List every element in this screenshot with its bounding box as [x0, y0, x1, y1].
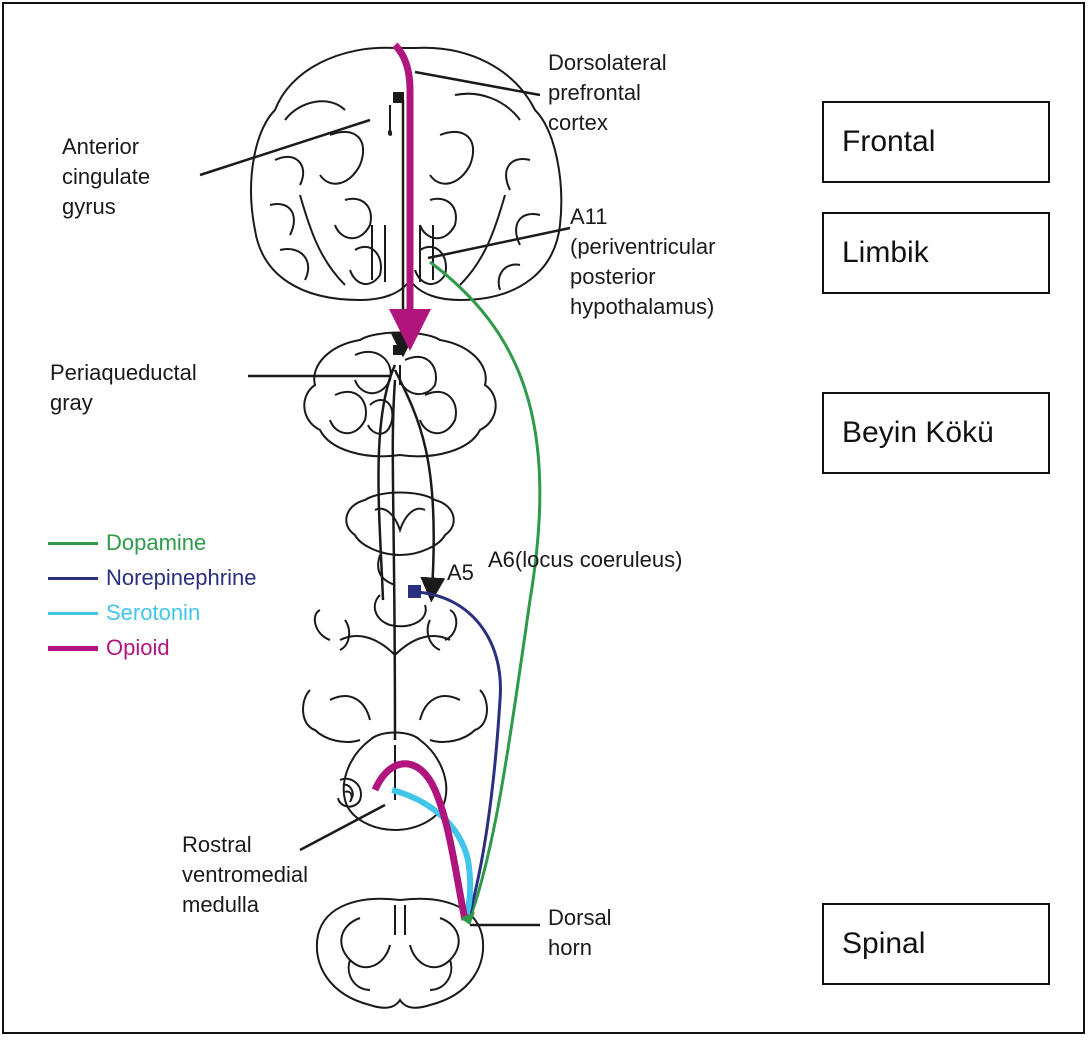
legend-item-dopamine: Dopamine	[48, 530, 206, 556]
label-anterior-cingulate-gyrus: Anterior cingulate gyrus	[62, 132, 150, 222]
legend-swatch-opioid	[48, 646, 98, 651]
region-box-limbik: Limbik	[822, 212, 1050, 294]
region-box-frontal: Frontal	[822, 101, 1050, 183]
acg-marker	[393, 92, 404, 103]
legend-item-serotonin: Serotonin	[48, 600, 200, 626]
a6-locus-coeruleus-marker	[408, 585, 421, 598]
region-box-beyin-koku: Beyin Kökü	[822, 392, 1050, 474]
pag-marker	[393, 345, 403, 355]
label-periaqueductal-gray: Periaqueductal gray	[50, 358, 197, 418]
label-a11: A11 (periventricular posterior hypothala…	[570, 202, 716, 322]
label-a6-locus-coeruleus: A6(locus coeruleus)	[488, 545, 682, 575]
opioid-pathway-rvm	[375, 764, 465, 920]
pons-section	[315, 493, 457, 656]
label-dorsal-horn: Dorsal horn	[548, 903, 612, 963]
legend-swatch-serotonin	[48, 612, 98, 615]
descending-black-pathways	[378, 100, 433, 740]
legend-label-serotonin: Serotonin	[106, 600, 200, 626]
legend-swatch-dopamine	[48, 542, 98, 545]
legend-swatch-norepinephrine	[48, 577, 98, 580]
legend-item-opioid: Opioid	[48, 635, 170, 661]
pointer-lines	[200, 72, 570, 925]
legend-item-norepinephrine: Norepinephrine	[48, 565, 256, 591]
label-a5: A5	[447, 558, 474, 588]
label-rostral-ventromedial-medulla: Rostral ventromedial medulla	[182, 830, 308, 920]
legend-label-dopamine: Dopamine	[106, 530, 206, 556]
label-dorsolateral-prefrontal-cortex: Dorsolateral prefrontal cortex	[548, 48, 667, 138]
legend-label-norepinephrine: Norepinephrine	[106, 565, 256, 591]
legend-label-opioid: Opioid	[106, 635, 170, 661]
brain-coronal-section	[251, 48, 561, 300]
region-box-spinal: Spinal	[822, 903, 1050, 985]
spinal-cord-section	[317, 899, 483, 1008]
